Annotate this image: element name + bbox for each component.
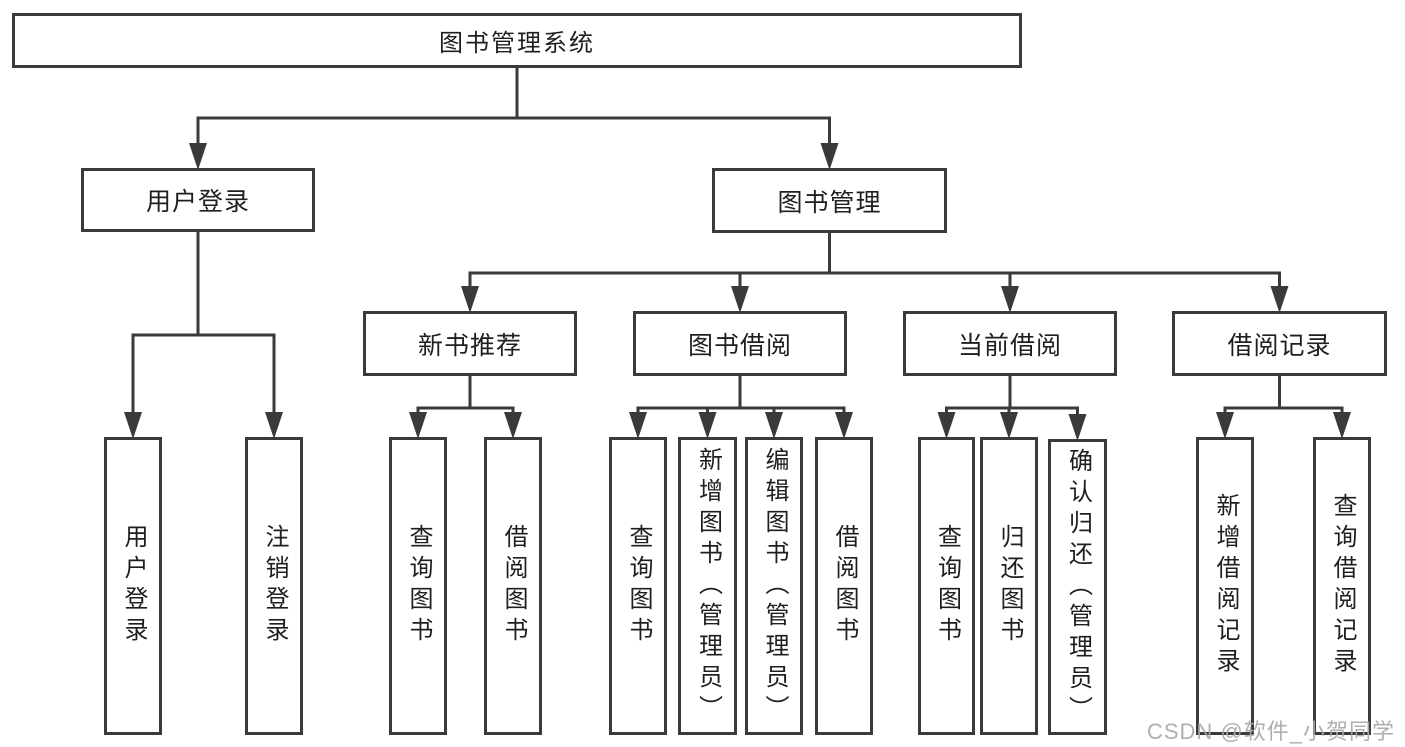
arrowhead xyxy=(1000,412,1018,439)
node-book-management: 图书管理 xyxy=(712,168,947,233)
watermark-text: CSDN @软件_小贺同学 xyxy=(1146,719,1395,744)
node-system-root: 图书管理系统 xyxy=(12,13,1022,68)
arrowhead xyxy=(1001,286,1019,313)
node-leaf-return-book: 归还图书 xyxy=(980,437,1038,735)
node-borrowing-records: 借阅记录 xyxy=(1172,311,1387,376)
node-label: 用户登录 xyxy=(145,188,250,216)
node-label: 用户登录 xyxy=(120,524,147,648)
node-leaf-borrow-book-recommend: 借阅图书 xyxy=(484,437,542,735)
arrowhead xyxy=(409,412,427,439)
node-label: 查询图书 xyxy=(405,524,432,648)
arrowhead xyxy=(765,412,783,439)
node-label: 查询图书 xyxy=(625,524,652,648)
node-label: 借阅图书 xyxy=(500,524,527,648)
arrowhead xyxy=(504,412,522,439)
node-current-borrowing: 当前借阅 xyxy=(903,311,1117,376)
node-leaf-query-book-recommend: 查询图书 xyxy=(389,437,447,735)
arrowhead xyxy=(820,143,839,170)
node-leaf-user-login: 用户登录 xyxy=(104,437,162,735)
node-leaf-logout: 注销登录 xyxy=(245,437,303,735)
node-leaf-query-book-current: 查询图书 xyxy=(918,437,975,735)
node-leaf-confirm-return-admin: 确认归还（管理员） xyxy=(1048,439,1107,735)
node-leaf-edit-book-admin: 编辑图书（管理员） xyxy=(745,437,803,735)
node-book-borrowing: 图书借阅 xyxy=(633,311,847,376)
node-label: 新增图书（管理员） xyxy=(694,446,722,726)
arrowhead xyxy=(1333,412,1351,439)
node-label: 注销登录 xyxy=(261,524,288,648)
arrowhead xyxy=(731,286,749,313)
node-label: 当前借阅 xyxy=(957,331,1062,360)
arrowhead xyxy=(1068,414,1087,441)
arrowhead xyxy=(629,412,647,439)
arrowhead xyxy=(835,412,853,439)
node-user-login: 用户登录 xyxy=(81,168,315,232)
node-leaf-query-borrow-record: 查询借阅记录 xyxy=(1313,437,1371,735)
node-leaf-borrow-book-borrowing: 借阅图书 xyxy=(815,437,873,735)
node-label: 图书管理 xyxy=(777,188,882,217)
node-leaf-add-borrow-record: 新增借阅记录 xyxy=(1196,437,1254,735)
arrowhead xyxy=(124,412,142,439)
node-leaf-query-book-borrowing: 查询图书 xyxy=(609,437,667,735)
node-label: 新增借阅记录 xyxy=(1212,493,1239,679)
node-new-book-recommend: 新书推荐 xyxy=(363,311,577,376)
arrowhead xyxy=(937,412,956,439)
node-label: 图书管理系统 xyxy=(439,30,595,57)
node-label: 借阅图书 xyxy=(831,524,858,648)
node-label: 新书推荐 xyxy=(417,331,522,360)
arrowhead xyxy=(1216,412,1234,439)
arrowhead xyxy=(461,286,479,313)
node-label: 借阅记录 xyxy=(1227,331,1332,360)
node-label: 查询借阅记录 xyxy=(1329,493,1356,679)
node-label: 归还图书 xyxy=(996,524,1023,648)
node-label: 图书借阅 xyxy=(687,331,792,360)
arrowhead xyxy=(189,143,207,170)
arrowhead xyxy=(1270,286,1289,313)
arrowhead xyxy=(698,412,717,439)
node-label: 查询图书 xyxy=(933,524,961,648)
node-label: 确认归还（管理员） xyxy=(1064,447,1092,727)
node-leaf-add-book-admin: 新增图书（管理员） xyxy=(678,437,737,735)
arrowhead xyxy=(265,412,283,439)
node-label: 编辑图书（管理员） xyxy=(761,446,788,726)
